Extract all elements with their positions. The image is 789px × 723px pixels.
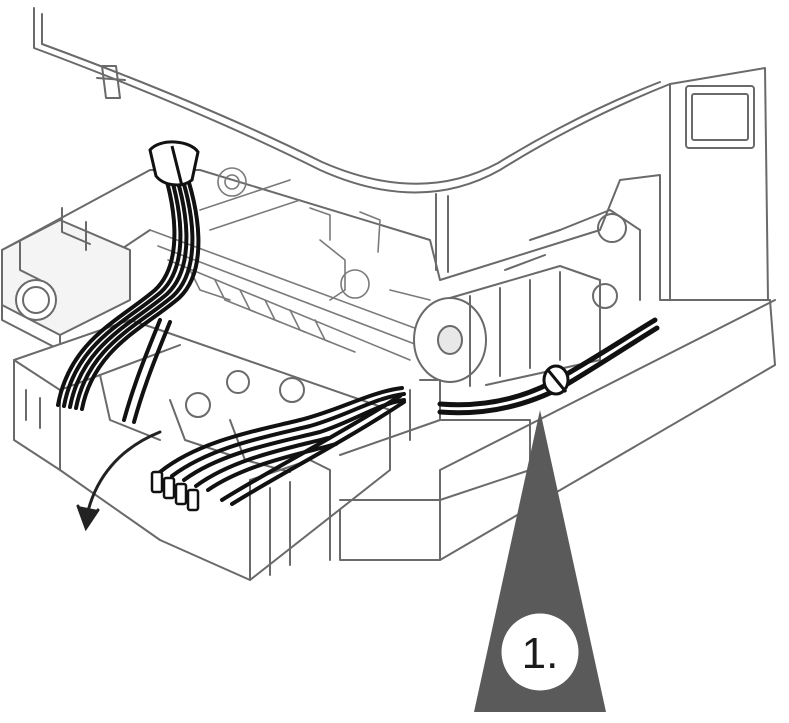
left-cable-bundle: [56, 158, 201, 424]
step-pointer-callout: 1.: [474, 410, 606, 712]
cable-clip-pump: [542, 364, 570, 396]
step-number-label: 1.: [522, 629, 559, 678]
right-cable-bundle: [158, 386, 406, 506]
lower-plate: [339, 379, 531, 501]
left-control-module: [1, 207, 131, 336]
curved-arrow: [76, 430, 162, 532]
cable-clip-top: [148, 140, 200, 187]
front-cover-panel: [33, 7, 769, 301]
wire-connectors: [150, 470, 200, 512]
step-number-badge: [498, 610, 582, 694]
internal-frame: [149, 167, 431, 361]
pump-assembly: [413, 209, 641, 387]
